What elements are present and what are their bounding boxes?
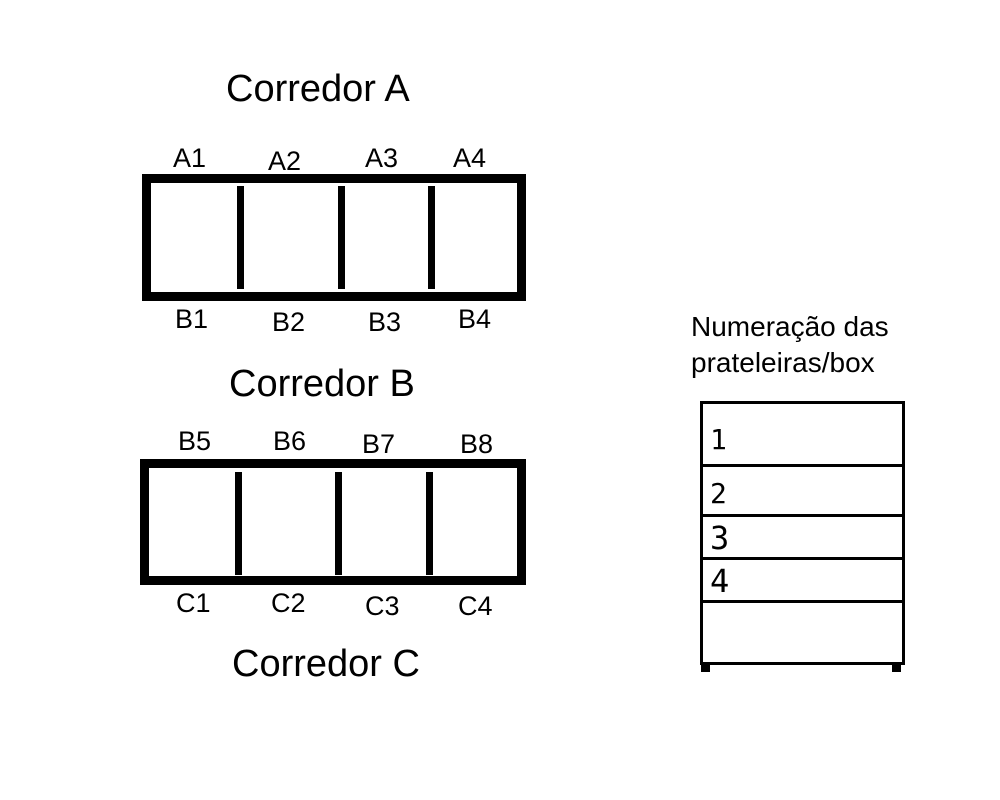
upper-block-divider xyxy=(237,186,244,289)
legend-title-line2: prateleiras/box xyxy=(691,347,875,378)
shelf-number-4: 4 xyxy=(710,562,730,600)
corridor-b-title: Corredor B xyxy=(229,363,415,405)
cell-label-a4: A4 xyxy=(453,143,487,173)
cell-label-c2: C2 xyxy=(271,588,306,618)
shelf-divider xyxy=(700,514,905,517)
cabinet-foot xyxy=(892,663,901,672)
cell-label-a3: A3 xyxy=(365,143,399,173)
cell-label-b4: B4 xyxy=(458,304,492,334)
cell-label-a2: A2 xyxy=(268,146,302,176)
cell-label-c1: C1 xyxy=(176,588,211,618)
shelf-divider xyxy=(700,464,905,467)
legend-title-line1: Numeração das xyxy=(691,311,889,342)
cell-label-c3: C3 xyxy=(365,591,400,621)
cell-label-b2: B2 xyxy=(272,307,306,337)
cell-label-b3: B3 xyxy=(368,307,402,337)
upper-block-divider xyxy=(428,186,435,289)
corridor-c-title: Corredor C xyxy=(232,643,420,685)
cabinet-foot xyxy=(701,663,710,672)
shelf-number-3: 3 xyxy=(710,519,730,557)
shelf-divider xyxy=(700,600,905,603)
shelf-number-2: 2 xyxy=(710,477,727,510)
upper-block-divider xyxy=(338,186,345,289)
lower-block-divider xyxy=(426,472,433,575)
corridor-a-title: Corredor A xyxy=(226,68,410,110)
lower-block-divider xyxy=(235,472,242,575)
lower-block-frame xyxy=(140,459,526,585)
shelf-number-1: 1 xyxy=(710,423,727,456)
cell-label-b5: B5 xyxy=(178,426,212,456)
shelf-cabinet xyxy=(700,401,905,665)
cell-label-b6: B6 xyxy=(273,426,307,456)
cell-label-b8: B8 xyxy=(460,429,494,459)
cell-label-b7: B7 xyxy=(362,429,396,459)
upper-block-frame xyxy=(142,174,526,301)
cell-label-a1: A1 xyxy=(173,143,207,173)
cell-label-c4: C4 xyxy=(458,591,493,621)
cell-label-b1: B1 xyxy=(175,304,209,334)
shelf-divider xyxy=(700,557,905,560)
lower-block-divider xyxy=(335,472,342,575)
